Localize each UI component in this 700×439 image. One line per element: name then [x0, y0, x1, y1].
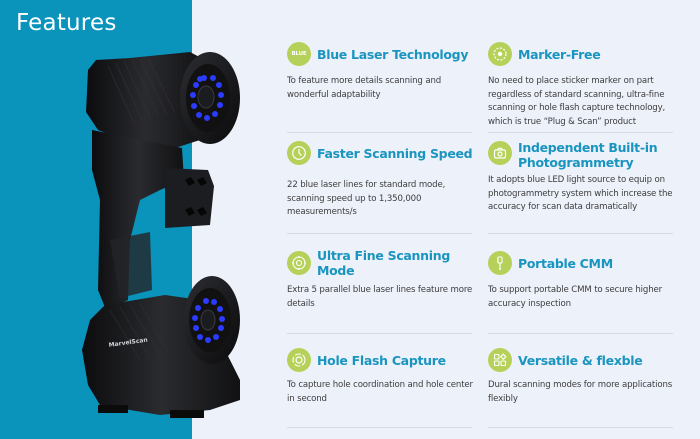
feature-title: Ultra Fine Scanning Mode [317, 248, 450, 278]
divider [488, 132, 673, 133]
divider [488, 333, 673, 334]
feature-description: To support portable CMM to secure higher… [488, 285, 663, 309]
feature-marker-free: Marker-Free No need to place sticker mar… [488, 41, 674, 129]
page-title: Features [16, 10, 117, 36]
feature-versatile: Versatile & flexble Dural scanning modes… [488, 347, 674, 406]
feature-title: Marker-Free [518, 46, 601, 62]
feature-ultra-fine: Ultra Fine Scanning Mode Extra 5 paralle… [287, 248, 473, 311]
feature-description: To capture hole coordination and hole ce… [287, 380, 473, 404]
feature-title: Independent Built-in Photogrammetry [518, 140, 658, 170]
feature-description: 22 blue laser lines for standard mode, s… [287, 180, 446, 217]
feature-title: Blue Laser Technology [317, 46, 469, 62]
divider [287, 333, 472, 334]
feature-title: Versatile & flexble [518, 352, 643, 368]
probe-icon [488, 251, 512, 275]
feature-description: It adopts blue LED light source to equip… [488, 175, 673, 212]
feature-title: Hole Flash Capture [317, 352, 446, 368]
feature-title: Faster Scanning Speed [317, 145, 473, 161]
target-icon [287, 251, 311, 275]
blue-laser-icon: BLUE [287, 42, 311, 66]
marker-free-icon [488, 42, 512, 66]
feature-photogrammetry: Independent Built-in Photogrammetry It a… [488, 140, 674, 215]
divider [287, 132, 472, 133]
divider [287, 427, 472, 428]
feature-faster-scanning: Faster Scanning Speed 22 blue laser line… [287, 140, 473, 220]
feature-description: Extra 5 parallel blue laser lines featur… [287, 285, 473, 309]
feature-blue-laser: BLUE Blue Laser Technology To feature mo… [287, 41, 473, 102]
divider [488, 427, 673, 428]
versatile-icon [488, 348, 512, 372]
hole-flash-icon [287, 348, 311, 372]
divider [488, 233, 673, 234]
feature-description: To feature more details scanning and won… [287, 76, 442, 100]
scanner-product-image: MarvelScan [82, 52, 240, 418]
feature-portable-cmm: Portable CMM To support portable CMM to … [488, 250, 674, 311]
feature-hole-flash: Hole Flash Capture To capture hole coord… [287, 347, 473, 406]
feature-description: Dural scanning modes for more applicatio… [488, 380, 673, 404]
camera-icon [488, 141, 512, 165]
feature-description: No need to place sticker marker on part … [488, 76, 666, 127]
feature-title: Portable CMM [518, 255, 613, 271]
divider [287, 233, 472, 234]
clock-icon [287, 141, 311, 165]
